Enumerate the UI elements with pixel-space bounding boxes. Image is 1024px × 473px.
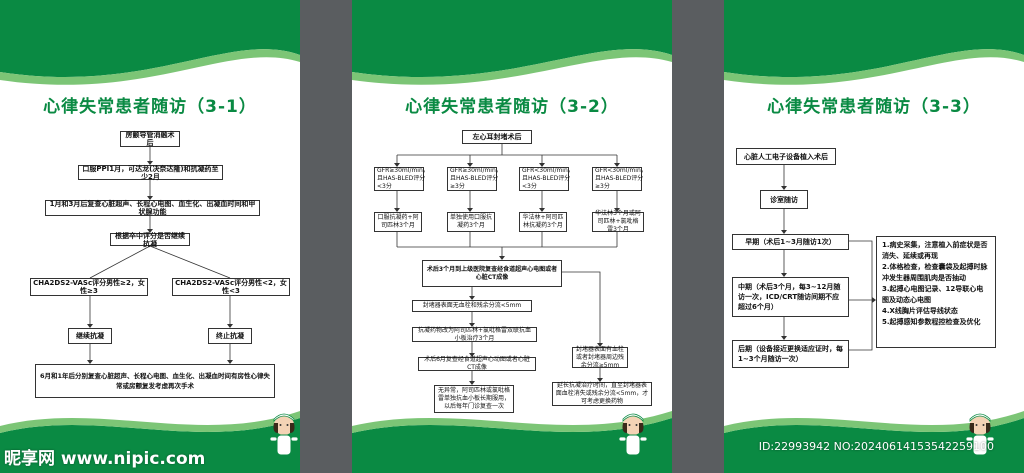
top-wave-decoration xyxy=(724,0,1024,85)
box-followup-1-3m: 1月和3月后复查心脏超声、长程心电图、血生化、出凝血时间和甲状腺功能 xyxy=(45,200,260,216)
box-laao-start: 左心耳封堵术后 xyxy=(462,130,532,144)
box-3m-review: 术后3个月到上级医院复查经食道超声心电图或者心脏CT成像 xyxy=(422,260,562,287)
box-switch-antiplatelet: 抗凝药物改为阿司匹林+氯吡格雷双联抗血小板治疗3个月 xyxy=(412,327,537,342)
box-score-low: CHA2DS2-VASc评分男性<2，女性<3 xyxy=(172,278,290,296)
box-clinic-followup: 诊室随访 xyxy=(760,190,808,209)
box-long-term-antiplatelet: 无异常，阿司匹林或氯吡格雷单独抗血小板长期服用，以后每年门诊复查一次 xyxy=(434,385,514,413)
nurse-mascot-icon xyxy=(269,413,299,456)
panel-1: 心律失常患者随访（3-1） 房颤导管消融术后 口服PPI1月，可达龙(决奈达隆)… xyxy=(0,0,300,473)
box-no-thrombus: 封堵器表面无血栓和残余分流<5mm xyxy=(412,300,532,312)
box-mid-phase: 中期（术后3个月，每3~12月随访一次，ICD/CRT随访间期不应超过6个月） xyxy=(732,277,849,317)
box-treatment-2: 单独使用口服抗凝药3个月 xyxy=(447,212,495,232)
box-treatment-1: 口服抗凝药+阿司匹林3个月 xyxy=(374,212,422,232)
top-wave-decoration xyxy=(0,0,300,85)
page-title: 心律失常患者随访（3-1） xyxy=(43,97,257,117)
box-eval-stroke-score: 根据卒中评分是否继续抗凝 xyxy=(110,232,190,248)
box-late-phase: 后期（设备接近更换适应证时，每1~3个月随访一次） xyxy=(732,340,849,368)
box-stop-anticoag: 终止抗凝 xyxy=(208,328,252,344)
box-device-implant: 心脏人工电子设备植入术后 xyxy=(736,148,836,165)
box-score-high: CHA2DS2-VASc评分男性≥2，女性≥3 xyxy=(30,278,148,296)
box-ablation-start: 房颤导管消融术后 xyxy=(120,131,180,147)
box-criteria-3: GFR<30ml/min，且HAS-BLED评分<3分 xyxy=(519,167,574,191)
box-6m-review: 术后6月复查经食道超声心动图或者心脏CT成像 xyxy=(418,356,536,371)
box-criteria-2: GFR≥30ml/min，且HAS-BLED评分≥3分 xyxy=(447,167,502,191)
box-ppi: 口服PPI1月，可达龙(决奈达隆)和抗凝药至少2月 xyxy=(78,165,223,181)
panel-3: 心律失常患者随访（3-3） 心脏人工电子设备植入术后 诊室随访 早期（术后1~3… xyxy=(724,0,1024,473)
watermark-id: ID:22993942 NO:20240614153542259100 xyxy=(758,440,994,453)
bottom-wave-decoration xyxy=(0,411,300,473)
box-extend-anticoag: 延长抗凝治疗时间，直至封堵器表面血栓消失或残余分流<5mm，才可考虑更换药物 xyxy=(552,382,652,406)
nurse-mascot-icon xyxy=(965,413,995,456)
box-treatment-4: 华法林3个月或阿司匹林+氯吡格雷3个月 xyxy=(592,210,644,233)
bottom-wave-decoration xyxy=(724,411,1024,473)
box-6m-1y-followup: 6月和1年后分别复查心脏超声、长程心电图、血生化、出凝血时间有房性心律失常或房颤… xyxy=(35,364,275,398)
box-early-phase: 早期（术后1~3月随访1次） xyxy=(732,234,849,250)
watermark-site: 昵享网 www.nipic.com xyxy=(4,449,206,469)
box-criteria-4: GFR<30ml/min，且HAS-BLED评分≥3分 xyxy=(592,167,647,191)
page-title: 心律失常患者随访（3-2） xyxy=(405,97,619,117)
panel-2: 心律失常患者随访（3-2） xyxy=(352,0,672,473)
bottom-wave-decoration xyxy=(352,411,672,473)
page-title: 心律失常患者随访（3-3） xyxy=(767,97,981,117)
box-criteria-1: GFR≥30ml/min，且HAS-BLED评分<3分 xyxy=(374,167,429,191)
box-thrombus-detected: 封堵器表面有血栓或者封堵器周边残余分流≥5mm xyxy=(572,346,628,369)
box-continue-anticoag: 继续抗凝 xyxy=(68,328,112,344)
box-treatment-3: 华法林+阿司匹林抗凝药3个月 xyxy=(519,212,567,232)
box-followup-items: 1.病史采集，注意植入前症状是否消失、延续或再现 2.体格检查，检查囊袋及起搏时… xyxy=(876,236,996,348)
top-wave-decoration xyxy=(352,0,672,85)
nurse-mascot-icon xyxy=(618,413,648,456)
